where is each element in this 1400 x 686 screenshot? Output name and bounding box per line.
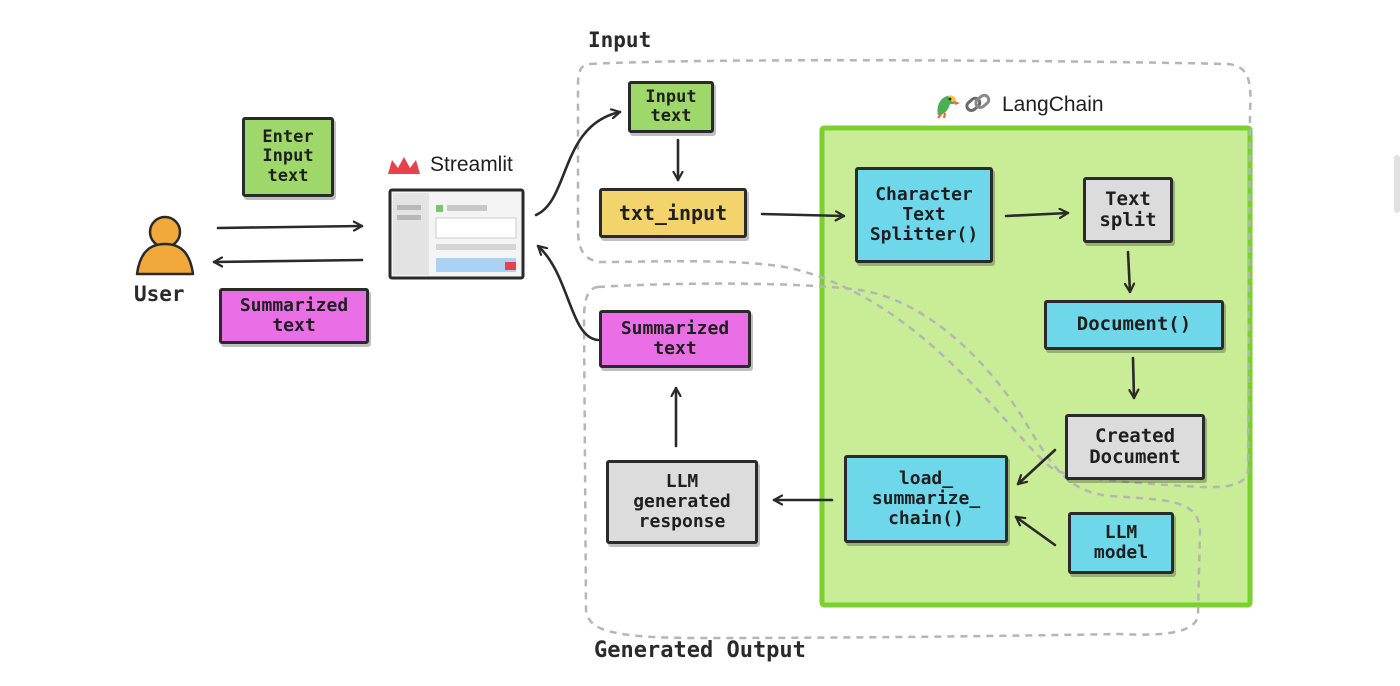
created-document-box: Created Document xyxy=(1065,414,1205,480)
llm-generated-response-box: LLM generated response xyxy=(606,460,758,544)
generated-output-region-label: Generated Output xyxy=(594,638,806,663)
arrow-streamlit-to-user xyxy=(212,260,364,262)
arrow-splitter-to-text-split xyxy=(1004,213,1070,216)
arrow-streamlit-to-input-text xyxy=(534,112,622,217)
user-label: User xyxy=(134,282,185,306)
text-split-box: Text split xyxy=(1083,177,1173,243)
parrot-link-icon xyxy=(932,91,994,119)
input-text-box: Input text xyxy=(628,81,714,133)
streamlit-label: Streamlit xyxy=(430,153,513,176)
character-text-splitter-box: Character Text Splitter() xyxy=(855,167,993,263)
generated-output-region-outline xyxy=(582,282,1202,640)
arrow-txt-input-to-splitter xyxy=(760,214,846,216)
page-scrollbar[interactable] xyxy=(1394,155,1400,213)
arrow-document-to-created xyxy=(1133,356,1134,400)
summarized-text-box-left: Summarized text xyxy=(219,288,369,344)
arrow-text-split-to-document xyxy=(1128,250,1130,294)
input-region-label: Input xyxy=(588,28,652,52)
arrow-created-to-load-chain xyxy=(1016,448,1057,486)
txt-input-box: txt_input xyxy=(599,188,747,238)
summarized-text-box-output: Summarized text xyxy=(599,310,751,368)
enter-input-text-box: Enter Input text xyxy=(242,117,334,197)
arrow-user-to-streamlit xyxy=(216,226,364,228)
document-box: Document() xyxy=(1044,300,1224,350)
app-window-icon xyxy=(388,188,525,280)
arrow-summarized-to-streamlit xyxy=(536,244,600,342)
user-icon xyxy=(135,215,195,276)
langchain-label: LangChain xyxy=(1002,93,1104,116)
load-summarize-chain-box: load_ summarize_ chain() xyxy=(844,455,1008,543)
crown-icon xyxy=(388,157,420,174)
arrow-llm-model-to-load-chain xyxy=(1014,515,1057,547)
llm-model-box: LLM model xyxy=(1068,512,1174,574)
